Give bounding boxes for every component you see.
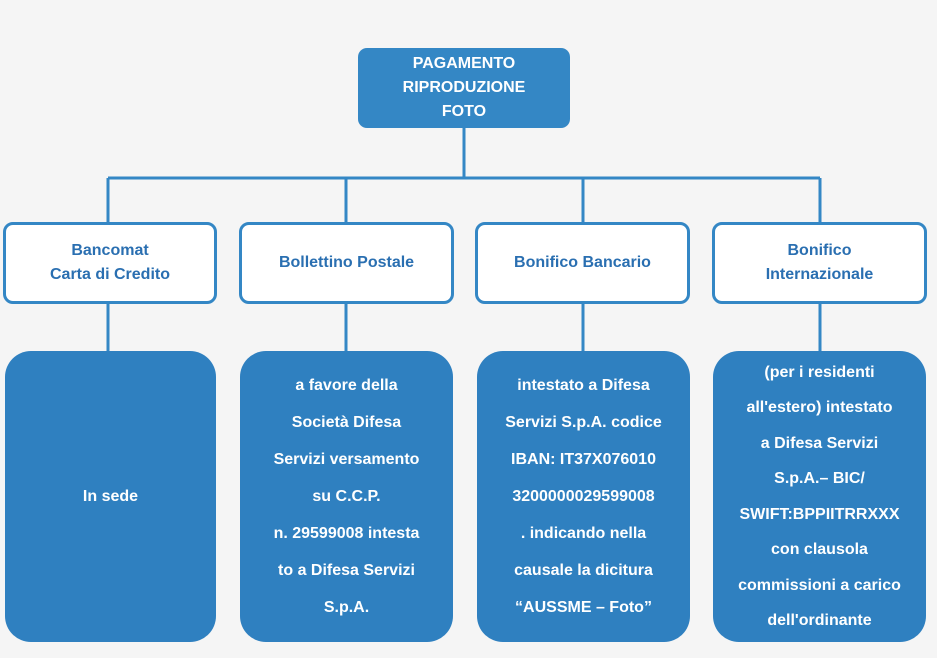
detail-node-bancomat: In sede <box>5 351 216 642</box>
detail-text: intestato a Difesa Servizi S.p.A. codice… <box>505 377 662 616</box>
detail-node-bonifico-bancario: intestato a Difesa Servizi S.p.A. codice… <box>477 351 690 642</box>
method-title: Bancomat Carta di Credito <box>49 242 170 283</box>
method-node-bollettino: Bollettino Postale <box>239 222 454 304</box>
method-node-bancomat: Bancomat Carta di Credito <box>3 222 217 304</box>
detail-node-bonifico-internazionale: (per i residenti all'estero) intestato a… <box>713 351 926 642</box>
root-node: PAGAMENTO RIPRODUZIONE FOTO <box>358 48 570 128</box>
method-node-bonifico-internazionale: Bonifico Internazionale <box>712 222 927 304</box>
method-title: Bollettino Postale <box>278 254 415 271</box>
method-title: Bonifico Bancario <box>514 254 651 271</box>
detail-node-bollettino: a favore della Società Difesa Servizi ve… <box>240 351 453 642</box>
detail-text: a favore della Società Difesa Servizi ve… <box>273 377 420 616</box>
detail-text: In sede <box>82 488 139 505</box>
method-node-bonifico-bancario: Bonifico Bancario <box>475 222 690 304</box>
root-label: PAGAMENTO RIPRODUZIONE FOTO <box>402 55 526 120</box>
method-title: Bonifico Internazionale <box>765 242 874 283</box>
detail-text: (per i residenti all'estero) intestato a… <box>738 363 901 630</box>
